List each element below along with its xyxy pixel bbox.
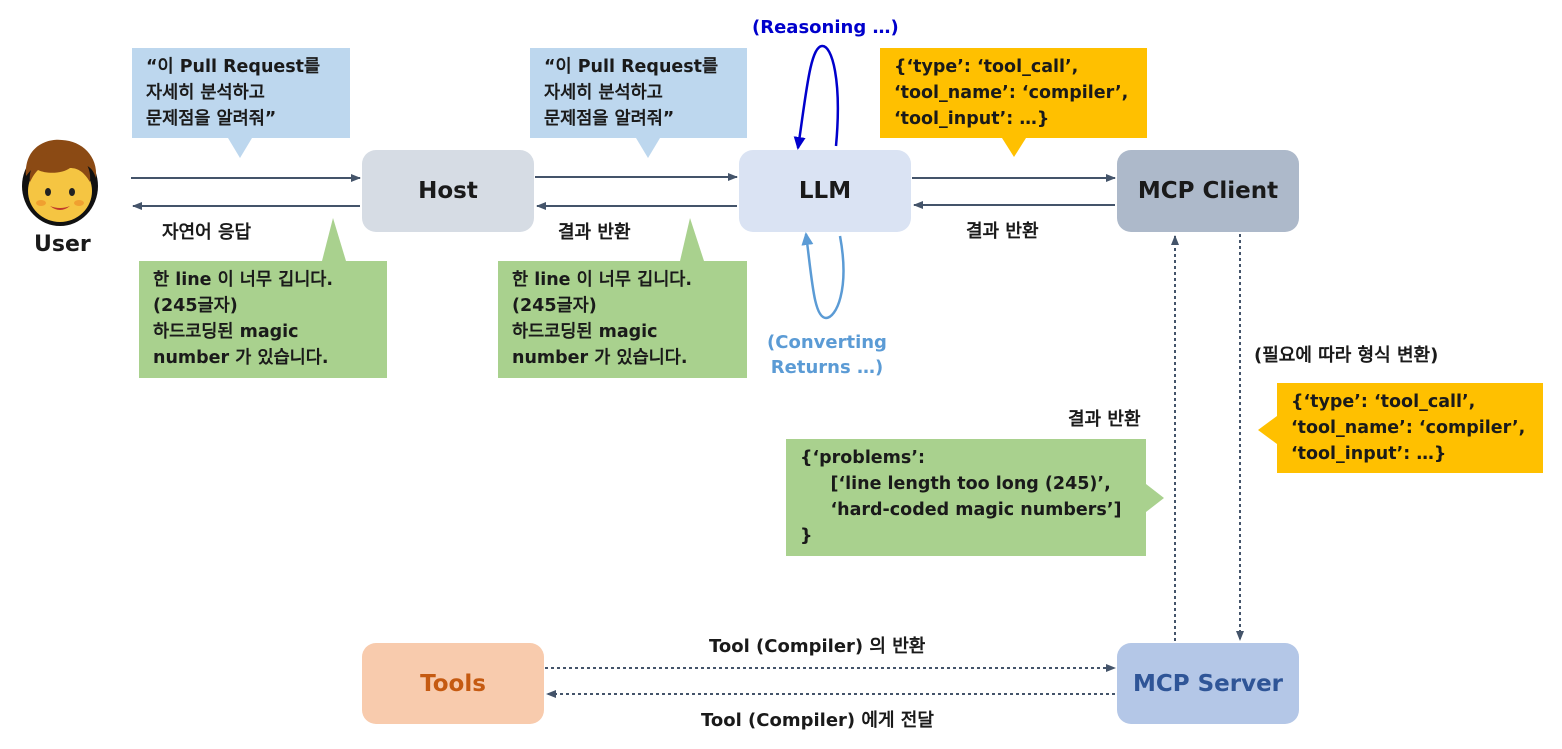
reasoning-loop-arrow: [793, 44, 840, 150]
client-tool-call-bubble: {‘type’: ‘tool_call’, ‘tool_name’: ‘comp…: [1277, 383, 1543, 473]
mcp-client-label: MCP Client: [1137, 178, 1279, 204]
converting-loop-arrow: [801, 232, 845, 320]
user-label: User: [34, 232, 91, 257]
mcp-server-node[interactable]: MCP Server: [1117, 643, 1299, 724]
problems-bubble: {‘problems’: [‘line length too long (245…: [786, 439, 1146, 556]
host-response-tail: [680, 218, 704, 261]
mcp-client-node[interactable]: MCP Client: [1117, 150, 1299, 232]
client-tool-call-tail: [1258, 416, 1277, 444]
reasoning-label: (Reasoning …): [752, 17, 899, 38]
tools-node[interactable]: Tools: [362, 643, 544, 724]
host-request-bubble: “이 Pull Request를 자세히 분석하고 문제점을 알려줘”: [530, 48, 747, 138]
user-avatar: [18, 136, 102, 226]
user-request-bubble: “이 Pull Request를 자세히 분석하고 문제점을 알려줘”: [132, 48, 350, 138]
host-response-bubble: 한 line 이 너무 깁니다. (245글자) 하드코딩된 magic num…: [498, 261, 747, 378]
host-label: Host: [418, 178, 478, 204]
client-result-label: 결과 반환: [966, 221, 1039, 242]
mcp-server-label: MCP Server: [1132, 670, 1284, 697]
tools-label: Tools: [420, 670, 486, 697]
host-node[interactable]: Host: [362, 150, 534, 232]
server-result-label: 결과 반환: [1068, 409, 1141, 430]
user-response-tail: [322, 218, 346, 261]
llm-tool-call-tail: [1002, 138, 1026, 157]
tool-return-label: Tool (Compiler) 의 반환: [709, 636, 926, 657]
format-convert-label: (필요에 따라 형식 변환): [1254, 345, 1439, 366]
user-response-bubble: 한 line 이 너무 깁니다. (245글자) 하드코딩된 magic num…: [139, 261, 387, 378]
natural-response-label: 자연어 응답: [162, 222, 252, 243]
tool-forward-label: Tool (Compiler) 에게 전달: [701, 710, 934, 731]
llm-label: LLM: [798, 178, 852, 204]
llm-node[interactable]: LLM: [739, 150, 911, 232]
problems-tail: [1146, 484, 1164, 512]
llm-tool-call-bubble: {‘type’: ‘tool_call’, ‘tool_name’: ‘comp…: [880, 48, 1147, 138]
host-request-tail: [636, 138, 660, 158]
user-request-tail: [228, 138, 252, 158]
host-result-label: 결과 반환: [558, 222, 631, 243]
converting-label: (Converting Returns …): [767, 332, 887, 378]
